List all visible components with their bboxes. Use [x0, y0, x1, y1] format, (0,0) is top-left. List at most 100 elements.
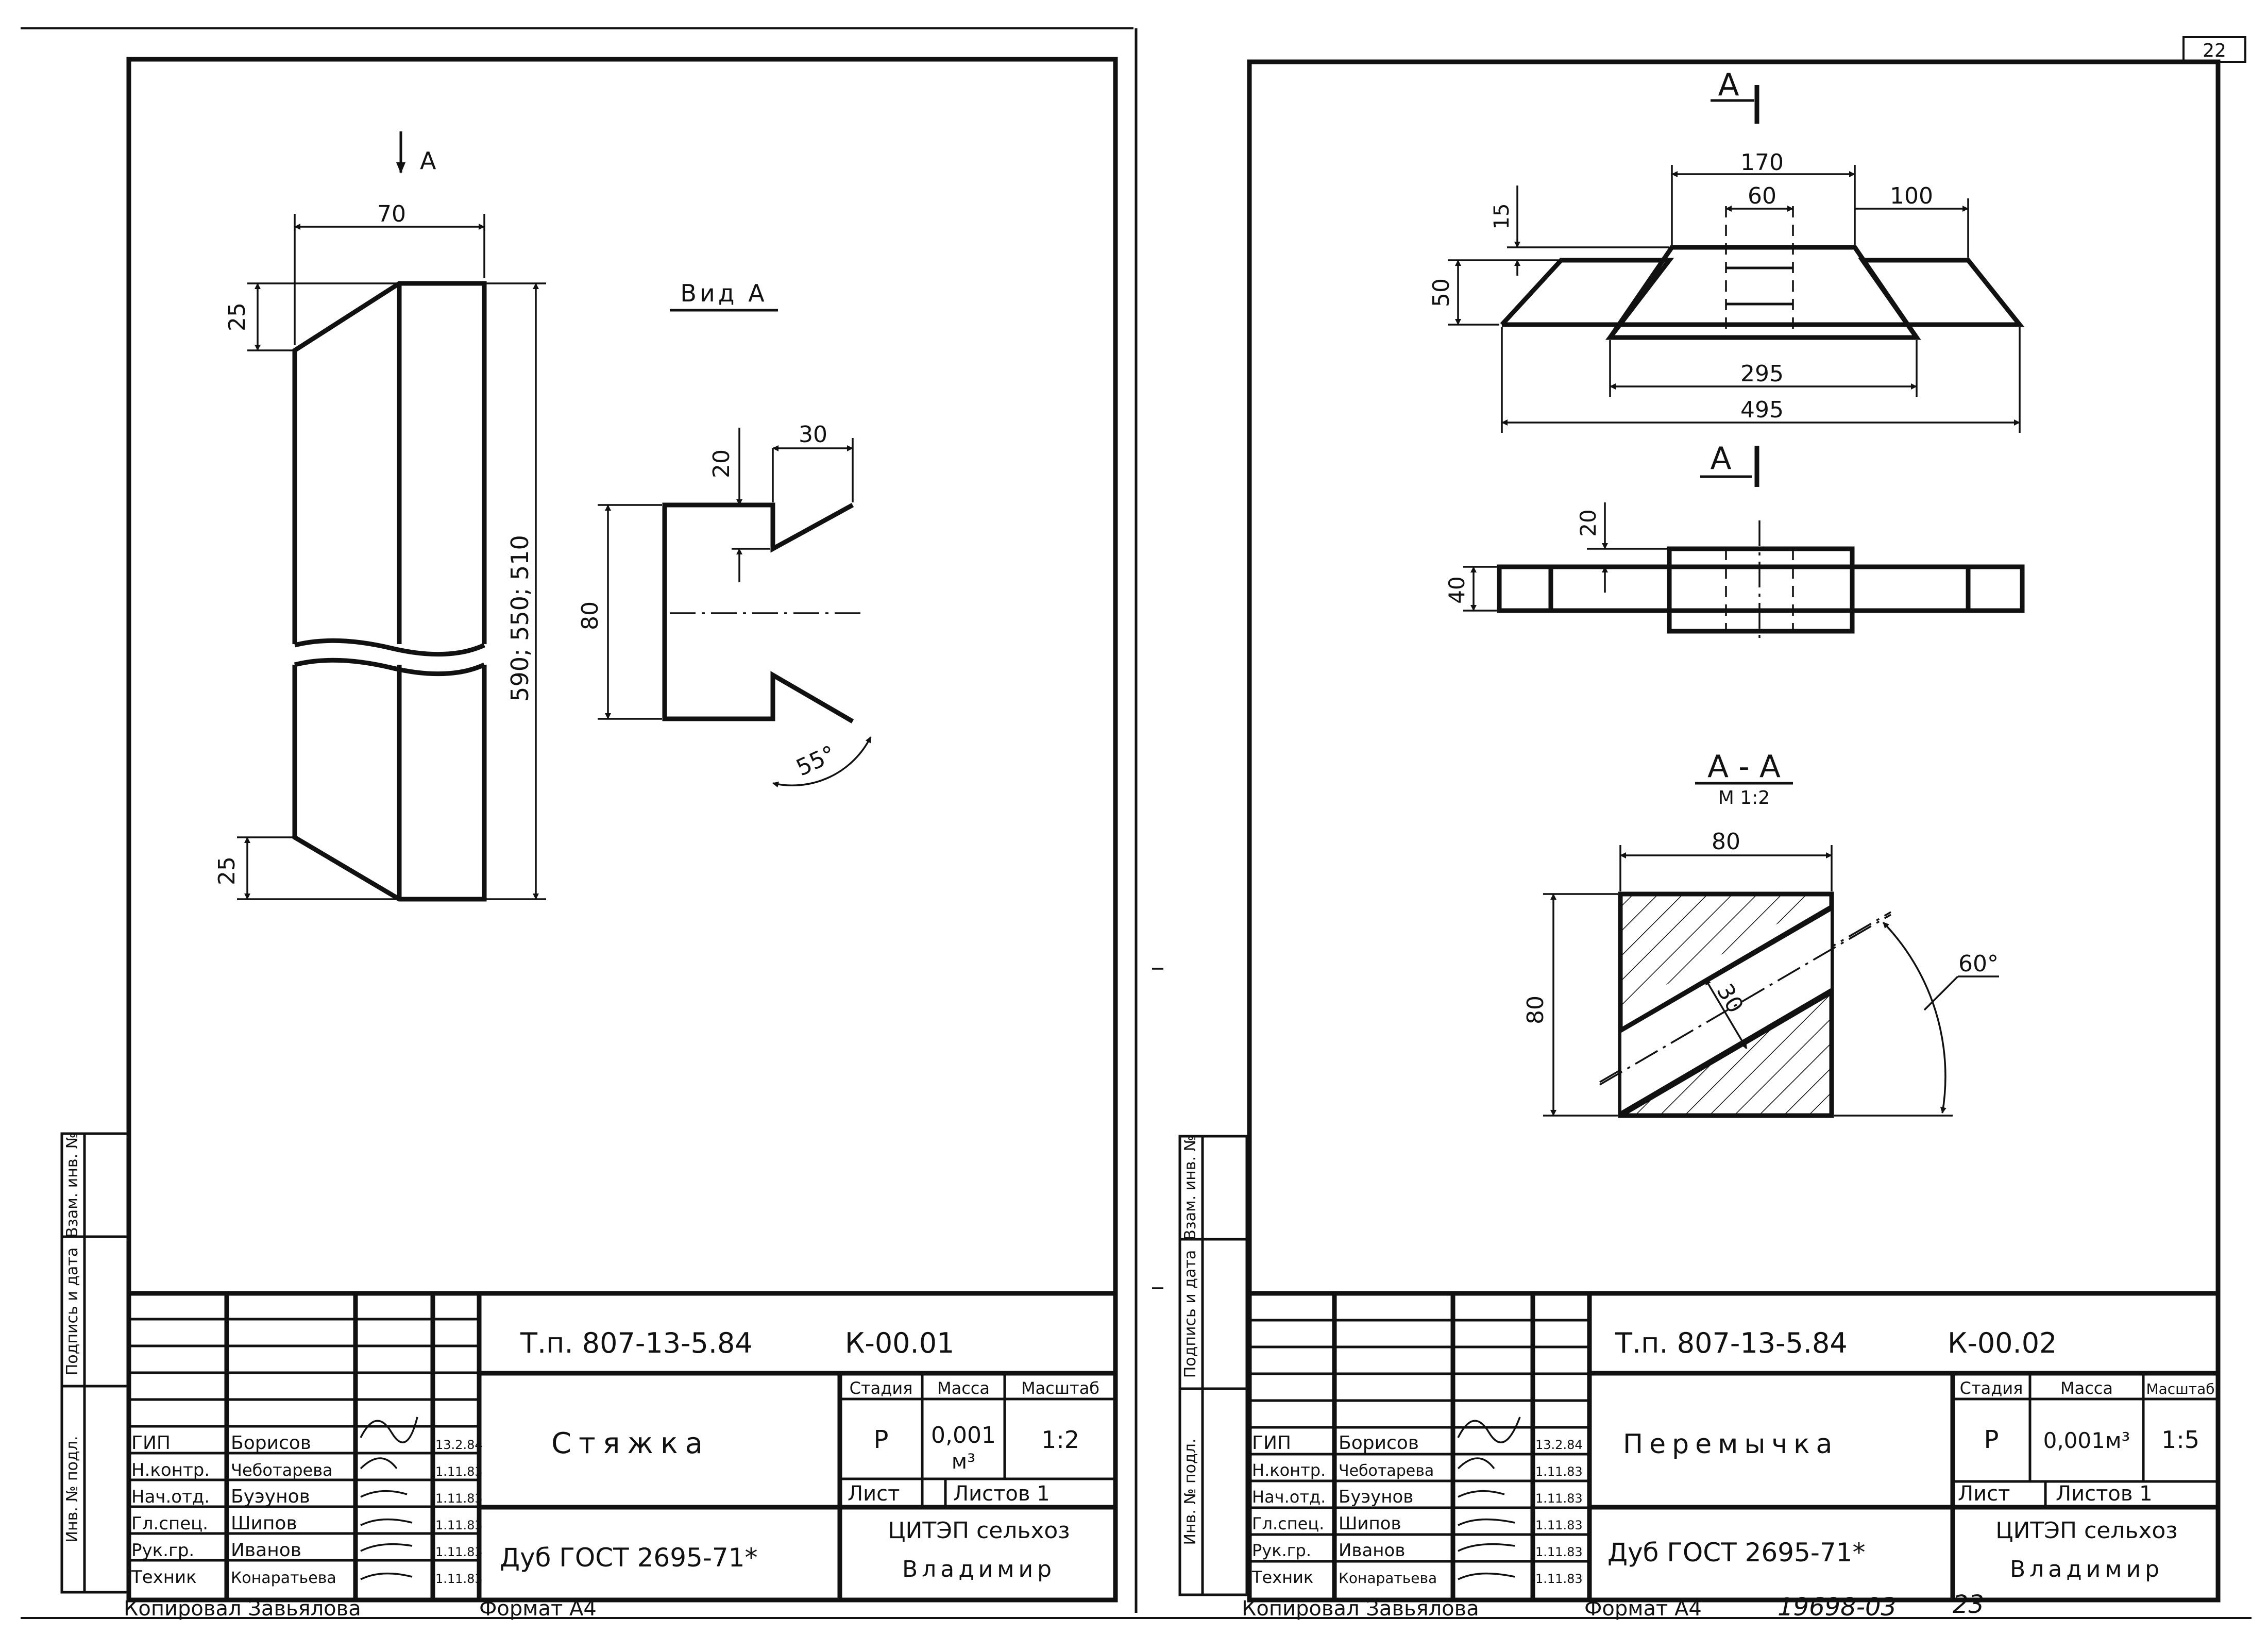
- right-scale-label: Масштаб: [2146, 1380, 2214, 1397]
- right-footer-copied: Копировал Завьялова: [1242, 1597, 1479, 1621]
- svg-text:Подпись и дата: Подпись и дата: [63, 1248, 81, 1376]
- dim-170: 170: [1740, 149, 1784, 176]
- sheet-number: 22: [2203, 40, 2226, 61]
- dim-495: 495: [1740, 397, 1784, 423]
- right-title-block: Т.п. 807-13-5.84 К-00.02 Перемычка Дуб Г…: [1249, 1291, 2218, 1600]
- right-project-code: Т.п. 807-13-5.84: [1615, 1327, 1848, 1359]
- svg-text:ГИП: ГИП: [1252, 1432, 1291, 1454]
- svg-text:1.11.83: 1.11.83: [1535, 1491, 1583, 1506]
- left-sheet-label: Лист: [848, 1482, 900, 1506]
- dim-50: 50: [1428, 278, 1454, 307]
- svg-text:Гл.спец.: Гл.спец.: [1252, 1514, 1324, 1533]
- section-mark-mid: A: [1710, 441, 1731, 477]
- dim-25-top: 25: [224, 302, 250, 331]
- dim-100: 100: [1890, 183, 1933, 209]
- tie-part-upper: [292, 281, 487, 657]
- svg-text:Гл.спец.: Гл.спец.: [131, 1513, 208, 1534]
- dim-40: 40: [1444, 576, 1469, 603]
- left-sheets-label: Листов 1: [953, 1482, 1050, 1506]
- svg-text:Рук.гр.: Рук.гр.: [131, 1540, 194, 1561]
- right-footer-page: 23: [1953, 1590, 1984, 1619]
- section-mark-top: A: [1718, 67, 1739, 103]
- svg-text:Нач.отд.: Нач.отд.: [131, 1487, 210, 1507]
- svg-text:Н.контр.: Н.контр.: [131, 1460, 210, 1480]
- svg-text:Буэунов: Буэунов: [231, 1486, 310, 1507]
- svg-text:Рук.гр.: Рук.гр.: [1252, 1541, 1311, 1560]
- svg-text:Конаратьева: Конаратьева: [231, 1569, 336, 1587]
- svg-text:1.11.83: 1.11.83: [435, 1572, 483, 1586]
- dim-80-sec-h: 80: [1522, 996, 1549, 1024]
- svg-text:Борисов: Борисов: [1339, 1432, 1419, 1454]
- svg-text:Нач.отд.: Нач.отд.: [1252, 1487, 1326, 1507]
- svg-text:1.11.83: 1.11.83: [1535, 1464, 1583, 1479]
- left-footer-format: Формат А4: [479, 1597, 597, 1621]
- right-doc-code: К-00.02: [1948, 1327, 2057, 1359]
- svg-text:1.11.83: 1.11.83: [435, 1545, 483, 1559]
- dim-295: 295: [1740, 361, 1784, 387]
- svg-text:Буэунов: Буэунов: [1339, 1487, 1413, 1507]
- svg-text:Конаратьева: Конаратьева: [1339, 1570, 1437, 1587]
- left-stage-label: Стадия: [850, 1378, 913, 1398]
- svg-text:Иванов: Иванов: [1339, 1540, 1405, 1561]
- svg-text:Чеботарева: Чеботарева: [1339, 1462, 1434, 1480]
- right-frame: [1247, 59, 2221, 1603]
- svg-text:1.11.83: 1.11.83: [435, 1464, 483, 1479]
- svg-text:13.2.84: 13.2.84: [435, 1438, 483, 1452]
- dim-angle-60: 60°: [1958, 951, 1999, 977]
- tie-part-lower: [292, 658, 487, 902]
- dim-length: 590; 550; 510: [506, 535, 534, 702]
- left-title-block: Т.п. 807-13-5.84 К-00.01 Стяжка Дуб ГОСТ…: [129, 1291, 1115, 1600]
- svg-text:1.11.83: 1.11.83: [1535, 1545, 1583, 1559]
- dim-80-sec-w: 80: [1712, 829, 1740, 855]
- crossbar-elevation: [1500, 206, 2025, 340]
- svg-text:1.11.83: 1.11.83: [1535, 1572, 1583, 1586]
- svg-text:Взам. инв. №: Взам. инв. №: [63, 1133, 81, 1238]
- svg-text:1.11.83: 1.11.83: [435, 1518, 483, 1532]
- left-org-1: ЦИТЭП сельхоз: [888, 1518, 1070, 1544]
- left-mass-label: Масса: [937, 1378, 990, 1398]
- svg-text:1.11.83: 1.11.83: [435, 1491, 483, 1506]
- right-stage-label: Стадия: [1960, 1378, 2023, 1398]
- right-scale: 1:5: [2161, 1426, 2199, 1454]
- right-sheet: A 170 60 100 15 50 295: [1178, 59, 2221, 1622]
- left-mass-unit: м³: [952, 1450, 975, 1474]
- svg-text:Чеботарева: Чеботарева: [231, 1460, 333, 1480]
- svg-text:ГИП: ГИП: [131, 1432, 171, 1454]
- right-footer-archive: 19698-03: [1778, 1593, 1897, 1622]
- left-stage: Р: [874, 1425, 889, 1454]
- right-material: Дуб ГОСТ 2695-71*: [1607, 1538, 1866, 1567]
- dim-60: 60: [1748, 183, 1776, 209]
- right-sheets-label: Листов 1: [2056, 1482, 2153, 1506]
- svg-text:Н.контр.: Н.контр.: [1252, 1460, 1326, 1480]
- view-a-title: Вид А: [680, 279, 767, 307]
- svg-text:Подпись и дата: Подпись и дата: [1181, 1250, 1199, 1378]
- dim-15: 15: [1490, 204, 1514, 230]
- view-a-mark: A: [420, 147, 436, 175]
- svg-text:Техник: Техник: [131, 1567, 197, 1588]
- left-scale: 1:2: [1041, 1426, 1079, 1454]
- left-sheet: A 70 25 25 590; 550; 510 Вид А: [60, 57, 1118, 1621]
- right-mass-label: Масса: [2060, 1378, 2113, 1398]
- crossbar-plan: [1497, 520, 2025, 639]
- svg-text:Техник: Техник: [1251, 1567, 1313, 1587]
- left-doc-code: К-00.01: [845, 1327, 954, 1359]
- svg-text:Иванов: Иванов: [231, 1540, 301, 1561]
- svg-text:Инв. № подл.: Инв. № подл.: [63, 1436, 81, 1543]
- dim-30-left: 30: [799, 422, 827, 448]
- right-mass: 0,001м³: [2043, 1428, 2130, 1453]
- left-part-name: Стяжка: [551, 1427, 710, 1460]
- right-side-stamp: Взам. инв. № Подпись и дата Инв. № подл.: [1178, 1135, 1248, 1596]
- right-org-1: ЦИТЭП сельхоз: [1995, 1518, 2177, 1544]
- svg-text:13.2.84: 13.2.84: [1535, 1438, 1583, 1452]
- dim-70: 70: [377, 201, 406, 227]
- left-scale-label: Масштаб: [1021, 1378, 1099, 1398]
- dim-25-bottom: 25: [214, 856, 240, 885]
- dim-80-left: 80: [577, 601, 603, 630]
- svg-text:1.11.83: 1.11.83: [1535, 1518, 1583, 1532]
- section-scale: М 1:2: [1718, 787, 1770, 808]
- svg-text:Шипов: Шипов: [1339, 1513, 1401, 1534]
- left-side-stamp: Взам. инв. № Подпись и дата Инв. № подл.: [60, 1132, 130, 1594]
- right-part-name: Перемычка: [1623, 1429, 1838, 1460]
- left-footer-copied: Копировал Завьялова: [124, 1597, 361, 1621]
